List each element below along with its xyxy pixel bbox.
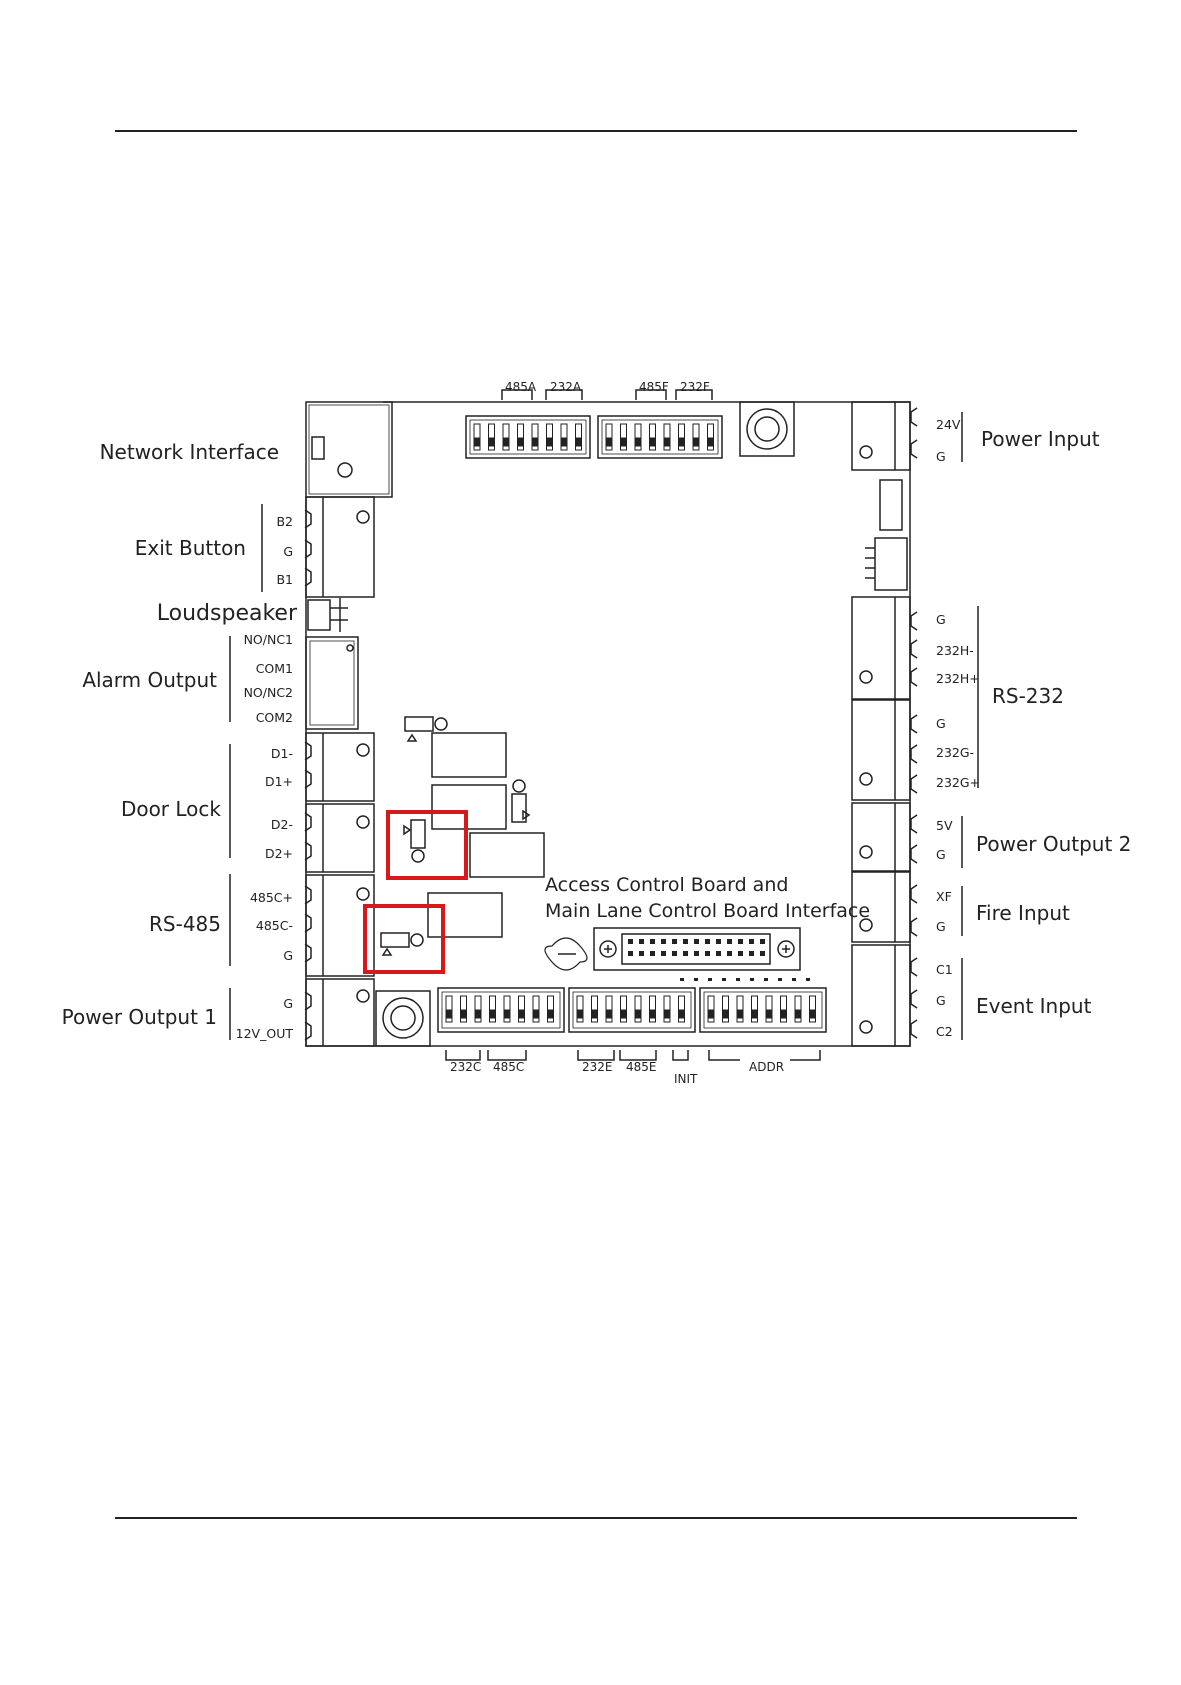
- jumper-highlight-1: [403, 819, 426, 863]
- header-rule: [115, 130, 1077, 132]
- connector-rs232-g: [851, 699, 911, 801]
- pin-g-485: G: [283, 948, 293, 963]
- switch-label-485a: 485A: [505, 380, 537, 394]
- relay-alarm-output: [305, 636, 359, 730]
- pin-24v: 24V: [936, 417, 961, 432]
- network-jack: [305, 401, 393, 498]
- pin-g-232g: G: [936, 716, 946, 731]
- dip-switch-bottom-1: [437, 987, 565, 1033]
- loudspeaker-header: [307, 598, 348, 632]
- connector-door-lock-2: [305, 803, 375, 873]
- pin-g-fire: G: [936, 919, 946, 934]
- relay-2: [431, 784, 507, 830]
- switch-label-232a: 232A: [550, 380, 582, 394]
- jumper-top: [404, 716, 448, 742]
- pin-485c-plus: 485C+: [249, 890, 293, 905]
- pin-com1: COM1: [255, 661, 293, 676]
- switch-label-232e: 232E: [582, 1060, 613, 1074]
- label-acb-line2: Main Lane Control Board Interface: [545, 900, 871, 922]
- connector-power-input: [851, 401, 911, 471]
- pin-no-nc2: NO/NC2: [243, 685, 293, 700]
- pin-g-pwr1: G: [283, 996, 293, 1011]
- pin-d1-minus: D1-: [270, 746, 293, 761]
- switch-label-485f: 485F: [639, 380, 669, 394]
- pin-g-power: G: [936, 449, 946, 464]
- small-header: [874, 537, 908, 591]
- pin-232h-plus: 232H+: [936, 671, 980, 686]
- label-power-input: Power Input: [981, 427, 1100, 451]
- switch-label-485c: 485C: [493, 1060, 525, 1074]
- switch-label-232c: 232C: [450, 1060, 482, 1074]
- relay-3: [469, 832, 545, 878]
- pin-232g-minus: 232G-: [936, 745, 975, 760]
- pin-com2: COM2: [255, 710, 293, 725]
- buzzer-bottom: [375, 990, 431, 1047]
- pin-g-exit: G: [283, 544, 293, 559]
- label-event-input: Event Input: [976, 994, 1092, 1018]
- pin-485c-minus: 485C-: [255, 918, 293, 933]
- label-exit-button: Exit Button: [134, 536, 246, 560]
- pin-12v-out: 12V_OUT: [235, 1026, 293, 1041]
- pin-c1: C1: [936, 962, 953, 977]
- footer-rule: [115, 1517, 1077, 1519]
- label-power-output-2: Power Output 2: [976, 832, 1132, 856]
- switch-label-init: INIT: [674, 1072, 698, 1086]
- pin-d2-plus: D2+: [264, 846, 293, 861]
- switch-label-485e: 485E: [626, 1060, 657, 1074]
- label-fire-input: Fire Input: [976, 901, 1070, 925]
- pin-5v: 5V: [936, 818, 953, 833]
- label-loudspeaker: Loudspeaker: [156, 601, 297, 626]
- connector-power-output-1: [305, 978, 375, 1047]
- label-network-interface: Network Interface: [99, 440, 279, 464]
- connector-rs485: [305, 874, 375, 977]
- switch-label-addr: ADDR: [749, 1060, 785, 1074]
- pin-b1: B1: [276, 572, 293, 587]
- connector-power-output-2: [851, 802, 911, 872]
- pin-d1-plus: D1+: [264, 774, 293, 789]
- pin-d2-minus: D2-: [270, 817, 293, 832]
- backup-battery: [544, 937, 588, 971]
- dip-switch-bottom-2: [568, 987, 696, 1033]
- pin-b2: B2: [276, 514, 293, 529]
- pin-c2: C2: [936, 1024, 953, 1039]
- connector-exit-button: [305, 496, 375, 598]
- relay-4: [427, 892, 503, 938]
- dip-switch-bottom-addr: [699, 987, 827, 1033]
- switch-label-232f: 232F: [680, 380, 710, 394]
- label-acb-line1: Access Control Board and: [545, 874, 789, 896]
- connector-rs232-h: [851, 596, 911, 700]
- dip-switch-top-right: [597, 415, 723, 459]
- pin-232g-plus: 232G+: [936, 775, 981, 790]
- pin-232h-minus: 232H-: [936, 643, 974, 658]
- label-rs485: RS-485: [149, 912, 221, 936]
- highlight-jumper-2: [363, 904, 445, 974]
- pin-xf: XF: [936, 889, 952, 904]
- jumper-highlight-2: [380, 932, 424, 956]
- buzzer-top: [739, 401, 795, 457]
- pin-no-nc1: NO/NC1: [243, 632, 293, 647]
- dip-switch-top-left: [465, 415, 591, 459]
- connector-door-lock-1: [305, 732, 375, 802]
- jumper-right: [511, 779, 531, 823]
- pin-g-event: G: [936, 993, 946, 1008]
- access-control-interface-connector: [593, 927, 801, 971]
- label-alarm-output: Alarm Output: [82, 668, 217, 692]
- label-door-lock: Door Lock: [120, 797, 221, 821]
- label-power-output-1: Power Output 1: [61, 1005, 217, 1029]
- connector-event-input: [851, 944, 911, 1047]
- label-rs232: RS-232: [992, 684, 1064, 708]
- highlight-jumper-1: [386, 810, 468, 880]
- pin-g-pwr2: G: [936, 847, 946, 862]
- pin-g-232h: G: [936, 612, 946, 627]
- relay-1: [431, 732, 507, 778]
